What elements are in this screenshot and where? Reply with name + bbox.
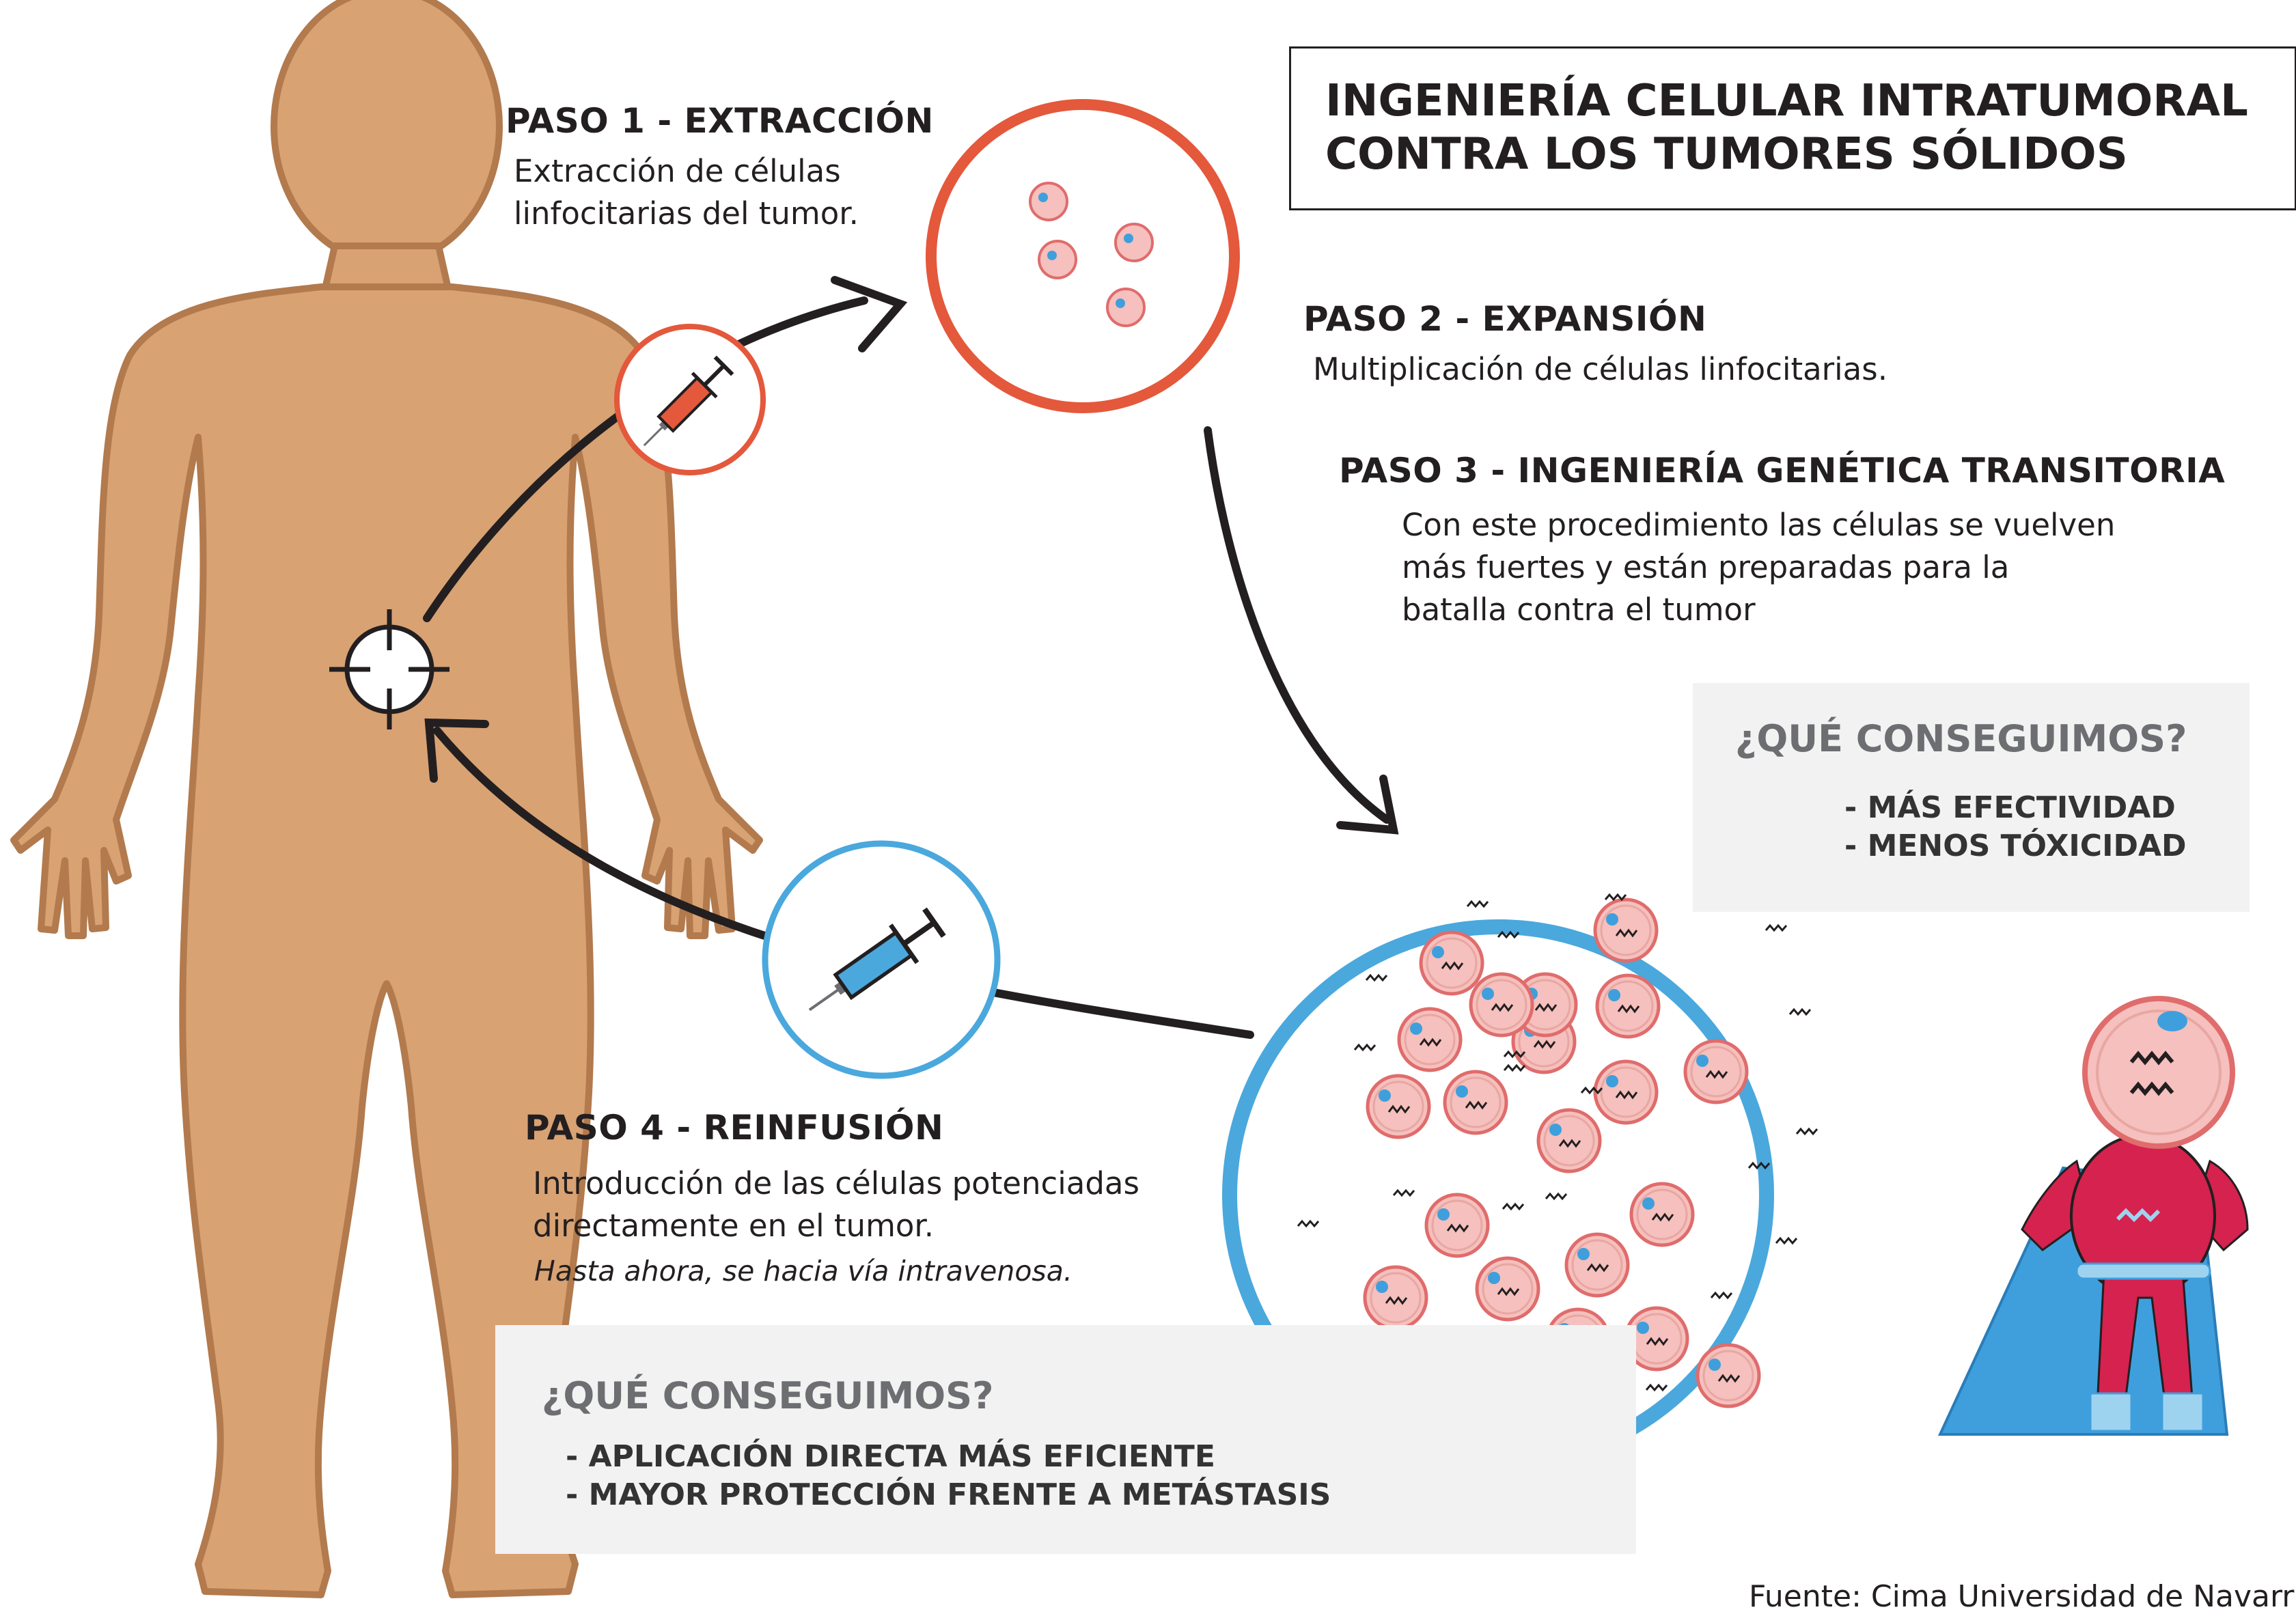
- step4-text: Introducción de las células potenciadas …: [533, 1163, 1139, 1247]
- step4-note: Hasta ahora, se hacia vía intravenosa.: [534, 1255, 1073, 1288]
- step2-text: Multiplicación de células linfocitarias.: [1313, 351, 1888, 387]
- benefits-bottom-item-2: - MAYOR PROTECCIÓN FRENTE A METÁSTASIS: [566, 1477, 1331, 1512]
- benefits-right-list: - MÁS EFECTIVIDAD - MENOS TÓXICIDAD: [1844, 789, 2250, 865]
- benefits-bottom-heading: ¿QUÉ CONSEGUIMOS?: [542, 1374, 994, 1417]
- step4-text-line-2: directamente en el tumor.: [533, 1208, 935, 1244]
- benefits-bottom-list: - APLICACIÓN DIRECTA MÁS EFICIENTE - MAY…: [566, 1438, 1636, 1514]
- step2-title: PASO 2 - EXPANSIÓN: [1303, 299, 1707, 339]
- arrowhead-extraction: [831, 276, 908, 352]
- step1-text-line-2: linfocitarias del tumor.: [514, 195, 859, 232]
- step3-text: Con este procedimiento las células se vu…: [1402, 504, 2115, 631]
- title-box: INGENIERÍA CELULAR INTRATUMORAL CONTRA L…: [1289, 46, 2296, 210]
- benefits-right-item-1: - MÁS EFECTIVIDAD: [1844, 790, 2176, 825]
- benefits-bottom-item-1: - APLICACIÓN DIRECTA MÁS EFICIENTE: [566, 1439, 1215, 1474]
- source-credit: Fuente: Cima Universidad de Navarra.: [1749, 1579, 2296, 1614]
- extraction-dish: [926, 99, 1240, 413]
- human-body: [10, 0, 763, 1598]
- arrow-expansion: [1204, 426, 1391, 824]
- syringe-blue-icon: [762, 840, 1001, 1079]
- superhero-cell-icon: [1937, 996, 2249, 1436]
- syringe-red-icon: [614, 324, 766, 475]
- benefits-right-heading: ¿QUÉ CONSEGUIMOS?: [1735, 717, 2187, 760]
- step3-text-line-2: más fuertes y están preparadas para la: [1402, 549, 2010, 585]
- arrow-extraction: [423, 296, 868, 622]
- step4-title: PASO 4 - REINFUSIÓN: [525, 1108, 944, 1147]
- step1-text-line-1: Extracción de células: [514, 153, 841, 189]
- step1-title: PASO 1 - EXTRACCIÓN: [506, 101, 934, 141]
- benefits-bottom-box: ¿QUÉ CONSEGUIMOS? - APLICACIÓN DIRECTA M…: [495, 1325, 1636, 1554]
- arrowhead-expansion: [1336, 775, 1399, 835]
- benefits-right-box: ¿QUÉ CONSEGUIMOS? - MÁS EFECTIVIDAD - ME…: [1693, 683, 2250, 912]
- arrowhead-reinfusion: [424, 718, 489, 783]
- benefits-right-item-2: - MENOS TÓXICIDAD: [1844, 829, 2187, 863]
- step3-text-line-1: Con este procedimiento las células se vu…: [1402, 507, 2116, 543]
- step4-text-line-1: Introducción de las células potenciadas: [533, 1165, 1139, 1201]
- title-line-2: CONTRA LOS TUMORES SÓLIDOS: [1325, 129, 2128, 180]
- step1-text: Extracción de células linfocitarias del …: [514, 150, 859, 235]
- target-icon: [329, 609, 449, 729]
- title-line-1: INGENIERÍA CELULAR INTRATUMORAL: [1325, 76, 2248, 126]
- step3-text-line-3: batalla contra el tumor: [1402, 592, 1756, 628]
- step3-title: PASO 3 - INGENIERÍA GENÉTICA TRANSITORIA: [1339, 451, 2226, 490]
